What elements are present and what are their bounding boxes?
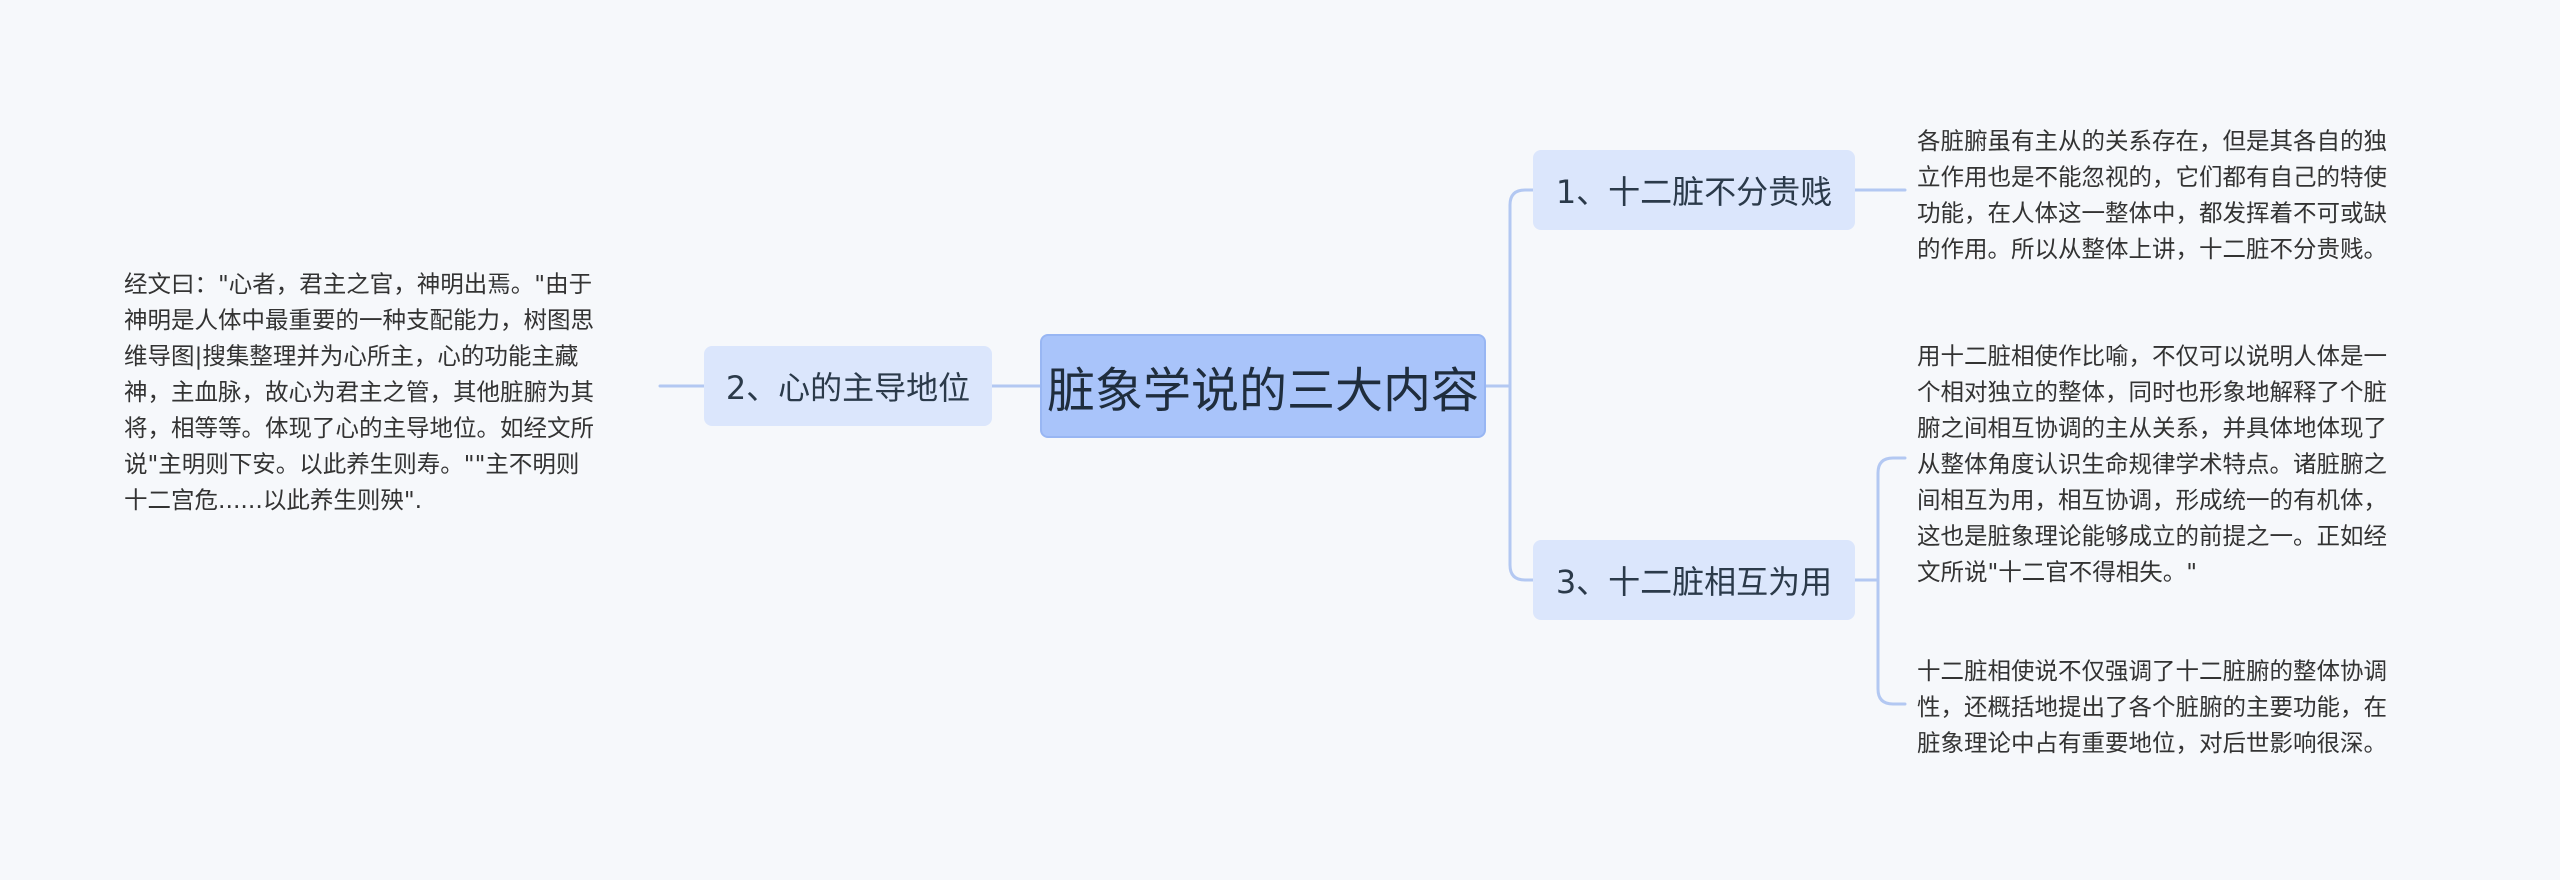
note-line: 性，还概括地提出了各个脏腑的主要功能，在 [1917,693,2387,721]
note-line: 用十二脏相使作比喻，不仅可以说明人体是一 [1917,342,2387,370]
connector-root-to-branch-1 [1484,188,1535,388]
note-line: 立作用也是不能忽视的，它们都有自己的特使 [1917,163,2387,191]
note-line: 文所说"十二官不得相失。" [1917,558,2198,586]
note-line: 神明是人体中最重要的一种支配能力，树图思 [124,306,594,334]
note-line: 各脏腑虽有主从的关系存在，但是其各自的独 [1917,127,2387,155]
note-line: 腑之间相互协调的主从关系，并具体地体现了 [1917,414,2387,442]
note-line: 说"主明则下安。以此养生则寿。""主不明则 [124,450,580,478]
branch-topic-label: 2、心的主导地位 [725,369,971,407]
branch-topic-1[interactable]: 1、十二脏不分贵贱 [1533,150,1855,230]
root-topic[interactable]: 脏象学说的三大内容 [1040,334,1486,438]
connector-branch-3-to-note-b [1853,578,1907,706]
note-line: 间相互为用，相互协调，形成统一的有机体， [1917,486,2387,514]
note-branch-1[interactable]: 各脏腑虽有主从的关系存在，但是其各自的独 立作用也是不能忽视的，它们都有自己的特… [1917,123,2387,267]
note-branch-3b[interactable]: 十二脏相使说不仅强调了十二脏腑的整体协调 性，还概括地提出了各个脏腑的主要功能，… [1917,653,2387,761]
branch-topic-3[interactable]: 3、十二脏相互为用 [1533,540,1855,620]
note-line: 维导图|搜集整理并为心所主，心的功能主藏 [124,342,579,370]
note-line: 功能，在人体这一整体中，都发挥着不可或缺 [1917,199,2387,227]
note-line: 这也是脏象理论能够成立的前提之一。正如经 [1917,522,2387,550]
note-branch-2[interactable]: 经文曰："心者，君主之官，神明出焉。"由于 神明是人体中最重要的一种支配能力，树… [124,266,594,518]
note-line: 十二宫危......以此养生则殃". [124,486,423,514]
connector-branch-3-to-note-a [1853,456,1907,582]
note-line: 经文曰："心者，君主之官，神明出焉。"由于 [124,270,593,298]
note-line: 从整体角度认识生命规律学术特点。诸脏腑之 [1917,450,2387,478]
root-topic-label: 脏象学说的三大内容 [1046,363,1479,419]
branch-topic-2[interactable]: 2、心的主导地位 [704,346,992,426]
note-line: 的作用。所以从整体上讲，十二脏不分贵贱。 [1917,235,2387,263]
branch-topic-label: 3、十二脏相互为用 [1555,563,1833,601]
note-line: 将，相等等。体现了心的主导地位。如经文所 [124,414,594,442]
note-line: 神，主血脉，故心为君主之管，其他脏腑为其 [124,378,594,406]
connector-root-to-branch-3 [1484,384,1535,582]
branch-topic-label: 1、十二脏不分贵贱 [1555,173,1833,211]
note-line: 十二脏相使说不仅强调了十二脏腑的整体协调 [1917,657,2387,685]
note-branch-3a[interactable]: 用十二脏相使作比喻，不仅可以说明人体是一 个相对独立的整体，同时也形象地解释了个… [1917,338,2387,590]
note-line: 个相对独立的整体，同时也形象地解释了个脏 [1917,378,2387,406]
note-line: 脏象理论中占有重要地位，对后世影响很深。 [1917,729,2387,757]
